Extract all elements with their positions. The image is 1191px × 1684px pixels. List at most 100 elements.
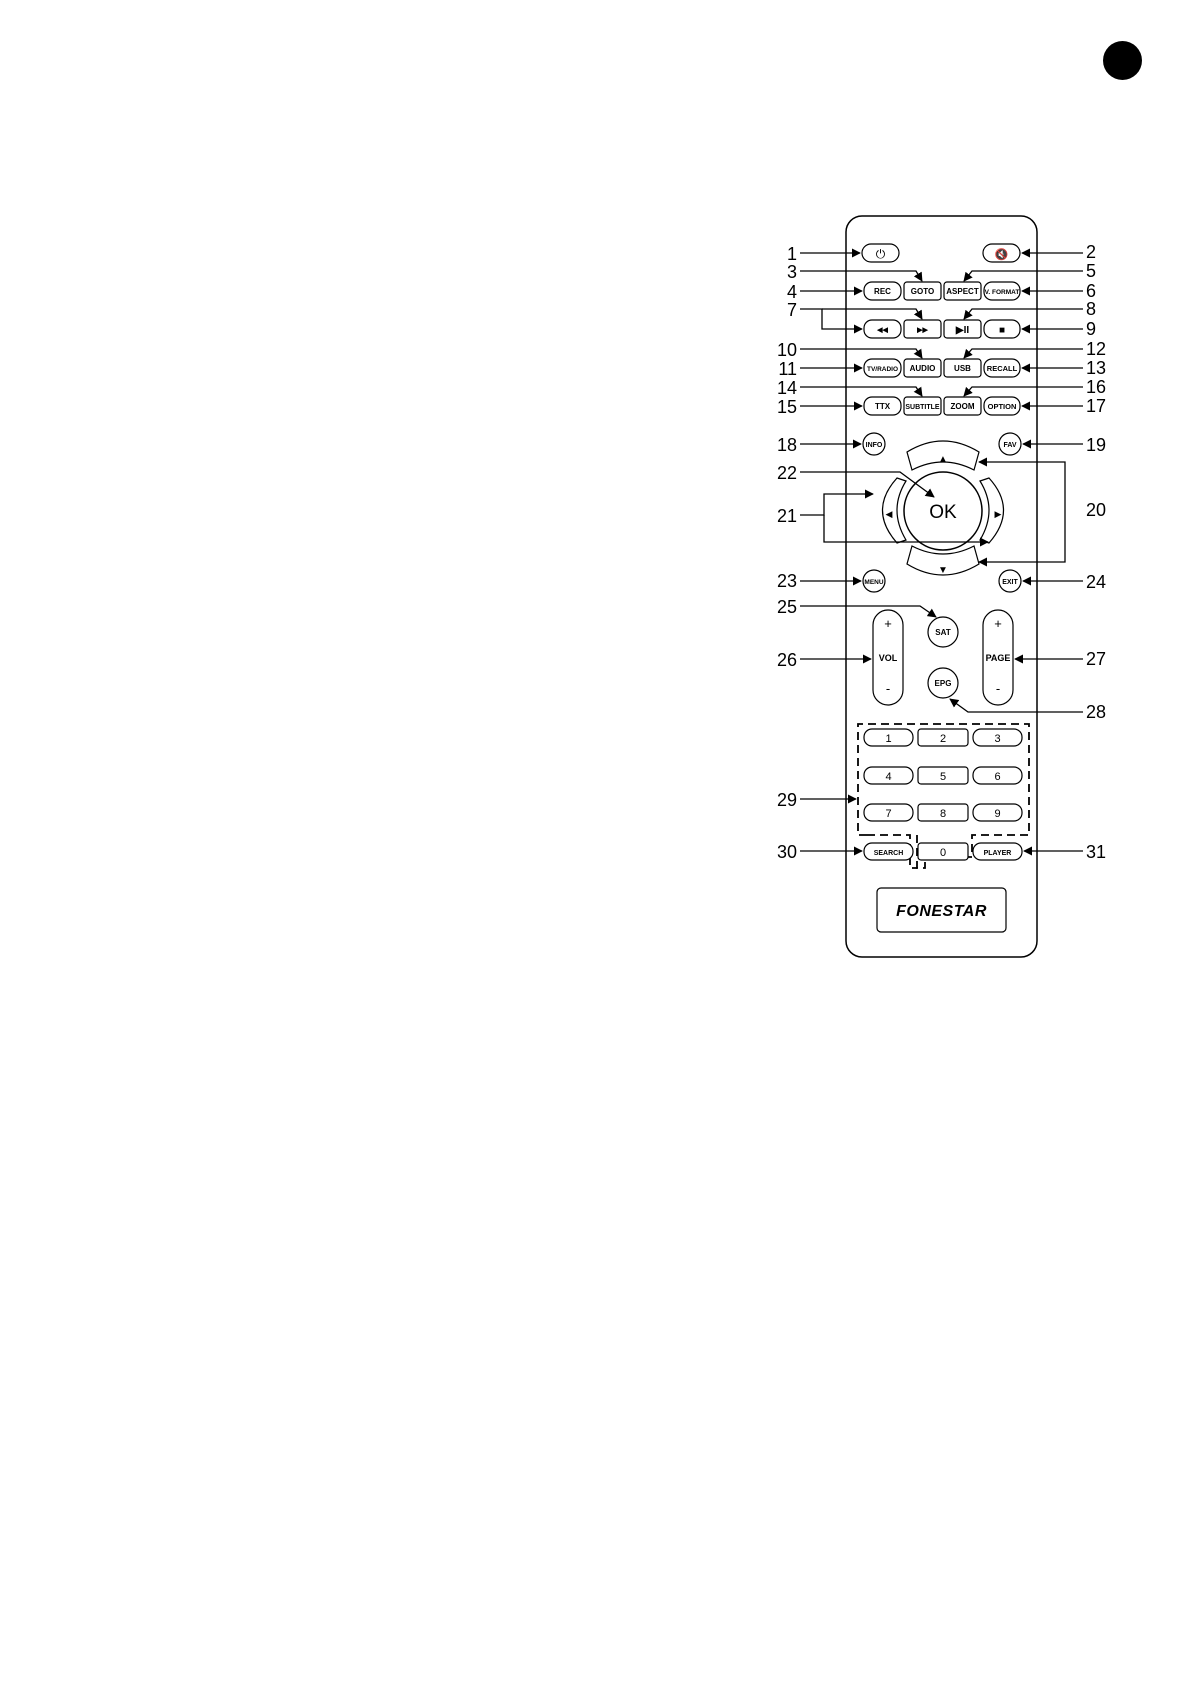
- audio-label: AUDIO: [910, 364, 936, 373]
- digit-7-button[interactable]: 7: [864, 804, 913, 821]
- exit-label: EXIT: [1002, 579, 1018, 586]
- vformat-label: V. FORMAT: [985, 289, 1020, 296]
- volume-down-icon: -: [886, 681, 890, 696]
- callout-8: 8: [1086, 299, 1096, 319]
- stop-button[interactable]: ■: [984, 320, 1020, 338]
- digit-4-button[interactable]: 4: [864, 767, 913, 784]
- callout-1: 1: [787, 244, 797, 264]
- usb-button[interactable]: USB: [944, 359, 981, 377]
- digit-6-button[interactable]: 6: [973, 767, 1022, 784]
- fast-forward-icon: ▶▶: [916, 327, 928, 334]
- left-arrow-icon: ◀: [886, 509, 893, 519]
- callout-29: 29: [777, 790, 797, 810]
- mute-button[interactable]: 🔇: [983, 244, 1020, 262]
- recall-button[interactable]: RECALL: [984, 359, 1020, 377]
- menu-button[interactable]: MENU: [863, 570, 885, 592]
- callout-9: 9: [1086, 319, 1096, 339]
- callout-20: 20: [1086, 500, 1106, 520]
- digit-2-button[interactable]: 2: [918, 729, 968, 746]
- right-arrow-icon: ▶: [995, 509, 1002, 519]
- tv-radio-button[interactable]: TV/RADIO: [864, 359, 901, 377]
- fast-forward-button[interactable]: ▶▶: [904, 320, 941, 338]
- callout-10: 10: [777, 340, 797, 360]
- option-button[interactable]: OPTION: [984, 397, 1020, 415]
- play-pause-icon: ▶II: [955, 325, 969, 336]
- search-button[interactable]: SEARCH: [864, 843, 913, 860]
- callout-14: 14: [777, 378, 797, 398]
- callout-3: 3: [787, 262, 797, 282]
- fav-button[interactable]: FAV: [999, 433, 1021, 455]
- mute-icon: 🔇: [995, 248, 1009, 261]
- callout-23: 23: [777, 571, 797, 591]
- ttx-button[interactable]: TTX: [864, 397, 901, 415]
- audio-button[interactable]: AUDIO: [904, 359, 941, 377]
- player-button[interactable]: PLAYER: [973, 843, 1022, 860]
- callout-5: 5: [1086, 261, 1096, 281]
- epg-button[interactable]: EPG: [928, 668, 958, 698]
- digit-8-label: 8: [940, 808, 946, 820]
- volume-rocker[interactable]: + VOL -: [873, 610, 903, 705]
- rec-label: REC: [874, 287, 891, 296]
- epg-label: EPG: [935, 679, 952, 688]
- digit-7-label: 7: [885, 808, 891, 820]
- zoom-label: ZOOM: [951, 402, 975, 411]
- aspect-button[interactable]: ASPECT: [944, 282, 981, 300]
- page-up-icon: +: [994, 616, 1002, 631]
- page-rocker[interactable]: + PAGE -: [983, 610, 1013, 705]
- player-label: PLAYER: [984, 850, 1012, 857]
- callout-19: 19: [1086, 435, 1106, 455]
- callout-18: 18: [777, 435, 797, 455]
- digit-9-button[interactable]: 9: [973, 804, 1022, 821]
- callout-25: 25: [777, 597, 797, 617]
- digit-4-label: 4: [885, 771, 891, 783]
- digit-5-label: 5: [940, 771, 946, 783]
- down-arrow-icon: ▼: [938, 565, 948, 576]
- callout-26: 26: [777, 650, 797, 670]
- info-button[interactable]: INFO: [863, 433, 885, 455]
- sat-button[interactable]: SAT: [928, 617, 958, 647]
- callout-16: 16: [1086, 377, 1106, 397]
- subtitle-button[interactable]: SUBTITLE: [904, 397, 941, 415]
- stop-icon: ■: [999, 325, 1005, 336]
- volume-label: VOL: [879, 653, 898, 663]
- callout-30: 30: [777, 842, 797, 862]
- digit-5-button[interactable]: 5: [918, 767, 968, 784]
- up-arrow-icon: ▲: [938, 454, 948, 465]
- rewind-button[interactable]: ◀◀: [864, 320, 901, 338]
- callout-22: 22: [777, 463, 797, 483]
- power-icon: ⏻: [876, 247, 886, 261]
- play-pause-button[interactable]: ▶II: [944, 320, 981, 338]
- digit-8-button[interactable]: 8: [918, 804, 968, 821]
- tv-radio-label: TV/RADIO: [867, 366, 898, 373]
- option-label: OPTION: [988, 402, 1017, 411]
- power-button[interactable]: ⏻: [862, 244, 899, 262]
- ok-label: OK: [929, 502, 957, 523]
- callout-7: 7: [787, 300, 797, 320]
- callout-31: 31: [1086, 842, 1106, 862]
- callout-21: 21: [777, 506, 797, 526]
- aspect-label: ASPECT: [946, 287, 979, 296]
- digit-3-button[interactable]: 3: [973, 729, 1022, 746]
- callout-17: 17: [1086, 396, 1106, 416]
- brand-plate: FONESTAR: [877, 888, 1006, 932]
- callout-27: 27: [1086, 649, 1106, 669]
- callout-28: 28: [1086, 702, 1106, 722]
- rec-button[interactable]: REC: [864, 282, 901, 300]
- digit-1-button[interactable]: 1: [864, 729, 913, 746]
- callout-2: 2: [1086, 242, 1096, 262]
- search-label: SEARCH: [874, 850, 904, 857]
- exit-button[interactable]: EXIT: [999, 570, 1021, 592]
- recall-label: RECALL: [987, 364, 1018, 373]
- digit-0-label: 0: [940, 847, 946, 859]
- usb-label: USB: [954, 364, 971, 373]
- zoom-button[interactable]: ZOOM: [944, 397, 981, 415]
- goto-button[interactable]: GOTO: [904, 282, 941, 300]
- vformat-button[interactable]: V. FORMAT: [984, 282, 1020, 300]
- callout-11: 11: [778, 359, 797, 379]
- digit-1-label: 1: [885, 733, 891, 745]
- digit-0-button[interactable]: 0: [918, 843, 968, 860]
- callout-13: 13: [1086, 358, 1106, 378]
- callout-12: 12: [1086, 339, 1106, 359]
